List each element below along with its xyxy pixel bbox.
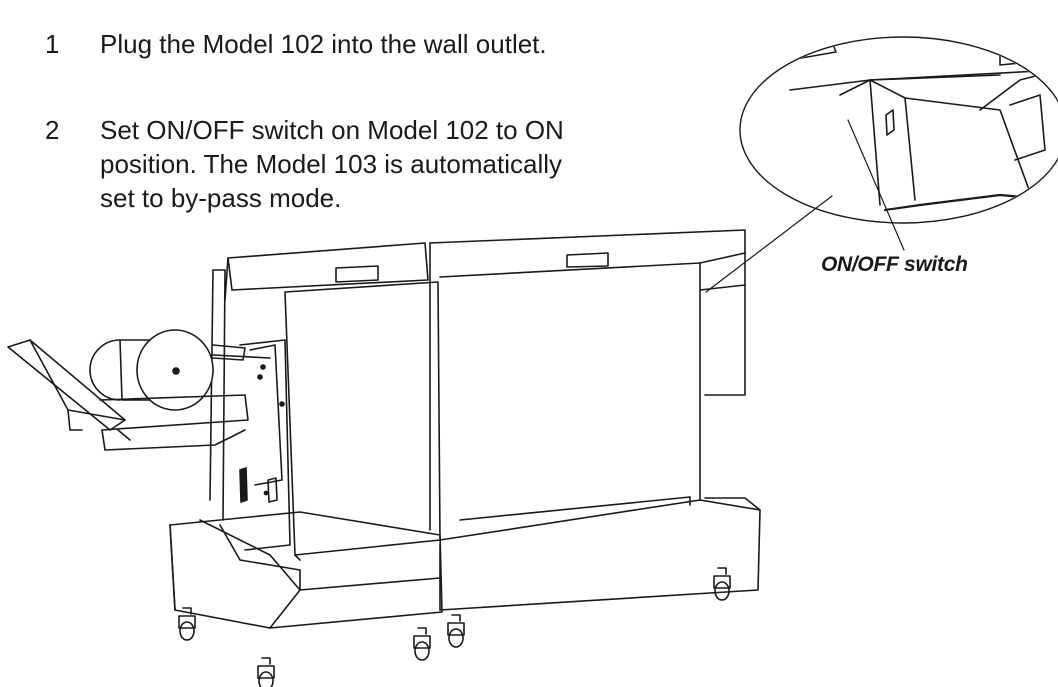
onoff-switch-callout: ON/OFF switch bbox=[821, 253, 968, 276]
casters bbox=[179, 568, 730, 687]
detail-magnifier bbox=[740, 30, 1058, 223]
output-tray bbox=[8, 340, 248, 450]
step-text: Plug the Model 102 into the wall outlet. bbox=[100, 29, 547, 59]
step-number: 1 bbox=[45, 29, 60, 59]
feeder-frame bbox=[240, 340, 290, 550]
paper-roll bbox=[90, 330, 270, 410]
main-cabinet bbox=[210, 243, 440, 560]
step-text: Set ON/OFF switch on Model 102 to ON pos… bbox=[100, 115, 564, 213]
step-number: 2 bbox=[45, 115, 60, 145]
bypass-cabinet bbox=[430, 230, 760, 610]
base-stand bbox=[170, 512, 442, 628]
callout-leaders bbox=[706, 120, 904, 292]
